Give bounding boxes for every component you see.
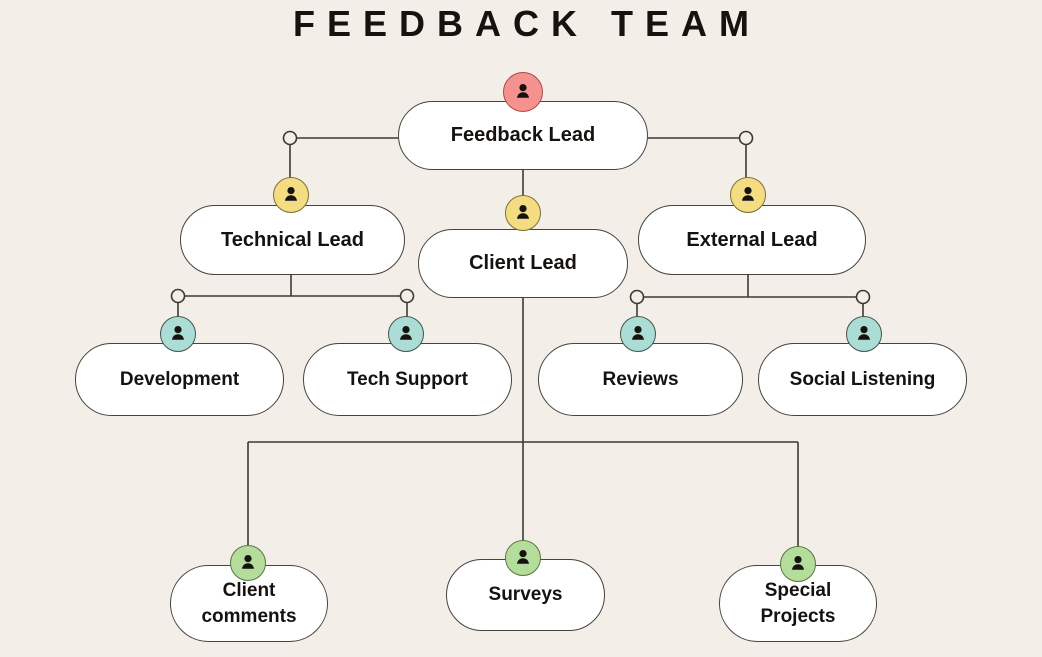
node-tech-support: Tech Support [303, 343, 512, 416]
person-icon [160, 316, 196, 352]
node-label: External Lead [686, 228, 818, 251]
node-label: Client comments [201, 579, 297, 627]
junction-dot [282, 130, 298, 146]
person-icon [388, 316, 424, 352]
node-social-listening: Social Listening [758, 343, 967, 416]
person-icon [846, 316, 882, 352]
node-label: Special Projects [760, 579, 836, 627]
node-label: Surveys [488, 584, 563, 606]
page-title: FEEDBACK TEAM [293, 3, 761, 44]
junction-dot [399, 288, 415, 304]
junction-dot [629, 289, 645, 305]
person-icon [730, 177, 766, 213]
person-icon [620, 316, 656, 352]
person-icon [505, 540, 541, 576]
node-technical-lead: Technical Lead [180, 205, 405, 275]
node-label: Feedback Lead [450, 124, 596, 146]
node-client-comments: Client comments [170, 565, 328, 642]
person-icon [273, 177, 309, 213]
node-label: Development [119, 368, 240, 390]
junction-dot [738, 130, 754, 146]
node-label: Tech Support [346, 368, 469, 390]
node-feedback-lead: Feedback Lead [398, 101, 648, 170]
node-label: Technical Lead [220, 228, 364, 251]
node-external-lead: External Lead [638, 205, 866, 275]
node-label: Client Lead [469, 252, 577, 274]
junction-dot [170, 288, 186, 304]
person-icon [505, 195, 541, 231]
node-label: Social Listening [789, 368, 936, 390]
person-icon [780, 546, 816, 582]
person-icon [503, 72, 543, 112]
node-label: Reviews [602, 368, 679, 390]
person-icon [230, 545, 266, 581]
junction-dot [855, 289, 871, 305]
node-client-lead: Client Lead [418, 229, 628, 298]
node-reviews: Reviews [538, 343, 743, 416]
node-development: Development [75, 343, 284, 416]
